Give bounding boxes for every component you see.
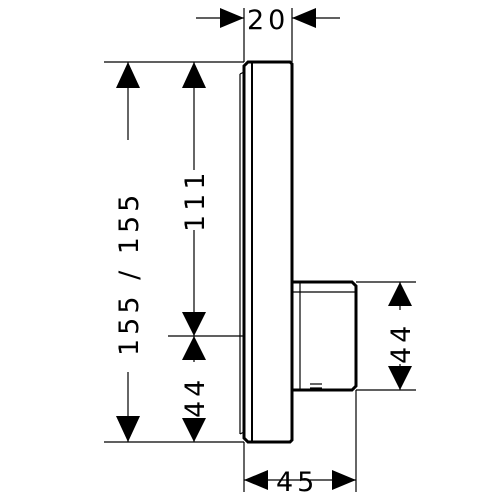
cover-plate: [239, 60, 294, 444]
dimension-lower-left-height: 44: [180, 336, 211, 442]
dimension-label-44-left: 44: [180, 376, 211, 418]
dimension-upper-height: 111: [180, 62, 211, 336]
valve-body: [292, 280, 358, 392]
dimension-overall-height: 155 / 155: [114, 62, 145, 442]
dimension-top-width: 20: [196, 5, 340, 62]
dimension-right-height: 44: [356, 281, 417, 391]
dimension-label-45: 45: [276, 467, 318, 498]
dimension-label-111: 111: [180, 168, 211, 232]
extension-lines-left: [104, 61, 244, 443]
dimension-label-20: 20: [247, 5, 289, 36]
dimension-bottom-width: 45: [243, 390, 357, 498]
dimension-label-44-right: 44: [386, 322, 417, 364]
dimension-label-155-155: 155 / 155: [114, 191, 145, 356]
